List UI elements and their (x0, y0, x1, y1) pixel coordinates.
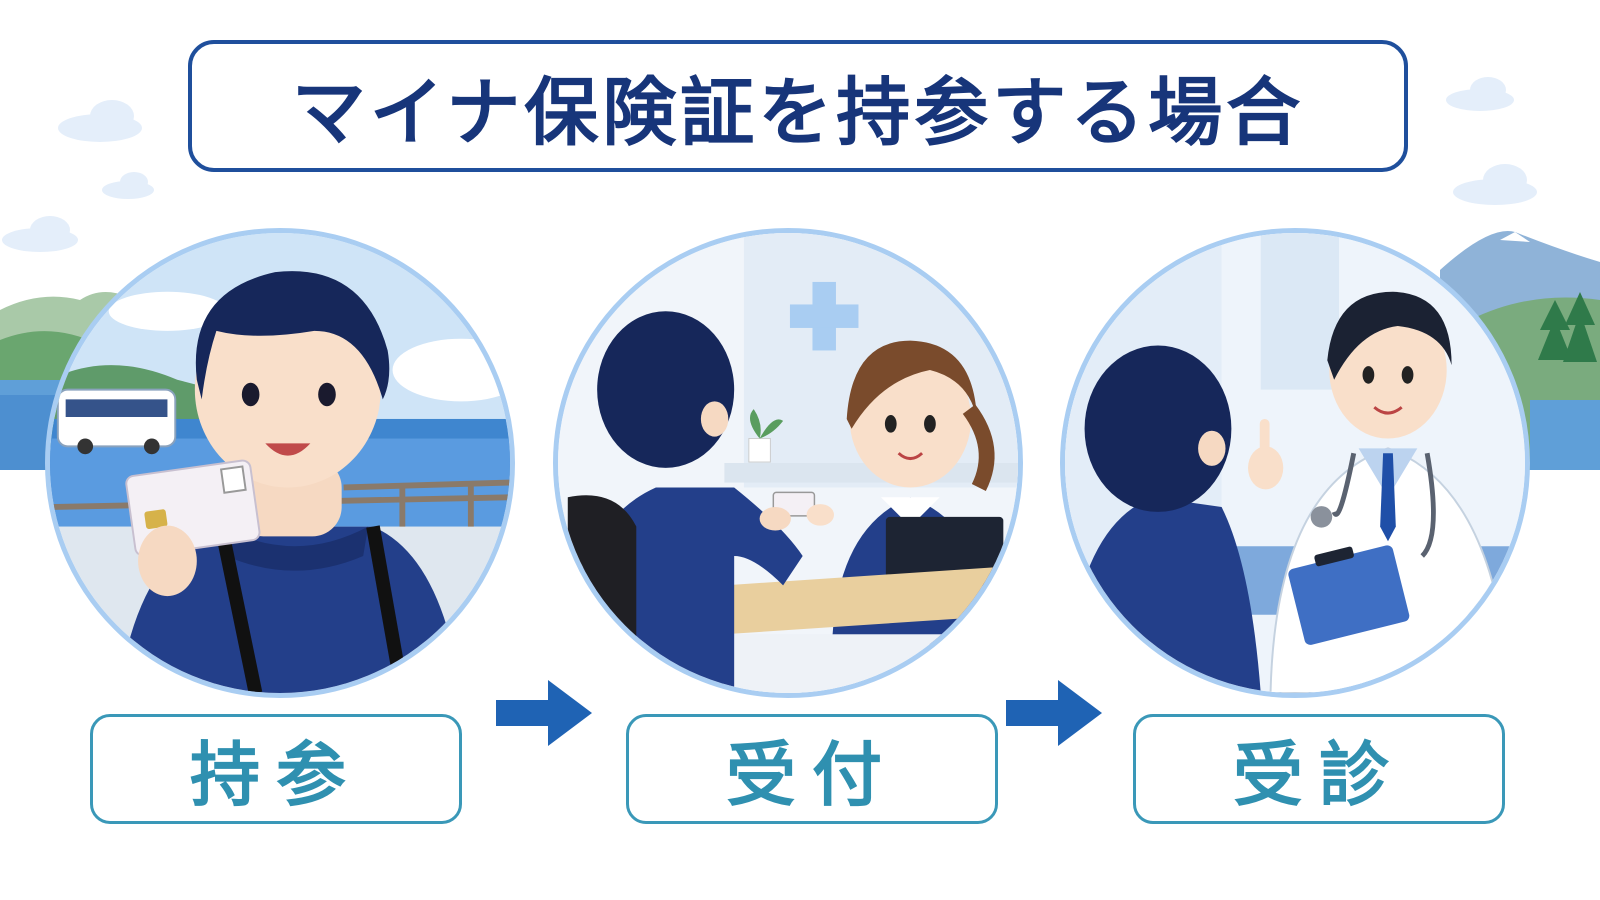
step-box-consultation: 受診 (1133, 714, 1505, 824)
reception-card-handover-icon (558, 233, 1018, 693)
card-handover-icon (759, 491, 834, 531)
step-label: 持参 (190, 733, 362, 816)
stethoscope-icon (1331, 452, 1436, 558)
scene-reception (553, 228, 1023, 698)
plant-icon (748, 409, 784, 463)
doctor-consultation-icon (1065, 233, 1525, 693)
step-box-bring: 持参 (90, 714, 462, 824)
arrow-right-icon (496, 680, 592, 746)
page-title: マイナ保険証を持参する場合 (291, 69, 1305, 156)
title-box: マイナ保険証を持参する場合 (188, 40, 1408, 172)
step-label: 受付 (726, 733, 898, 816)
bus-icon (56, 388, 177, 455)
monitor-icon (885, 516, 1004, 586)
scene-bring-card (45, 228, 515, 698)
medical-cross-icon (789, 281, 859, 351)
cloud-icon (2, 77, 1537, 252)
patient-holding-card-icon (50, 233, 510, 693)
clipboard-icon (1288, 545, 1410, 645)
insurance-card-icon (125, 459, 261, 597)
step-label: 受診 (1233, 733, 1405, 816)
step-box-reception: 受付 (626, 714, 998, 824)
arrow-right-icon (1006, 680, 1102, 746)
scene-consultation (1060, 228, 1530, 698)
